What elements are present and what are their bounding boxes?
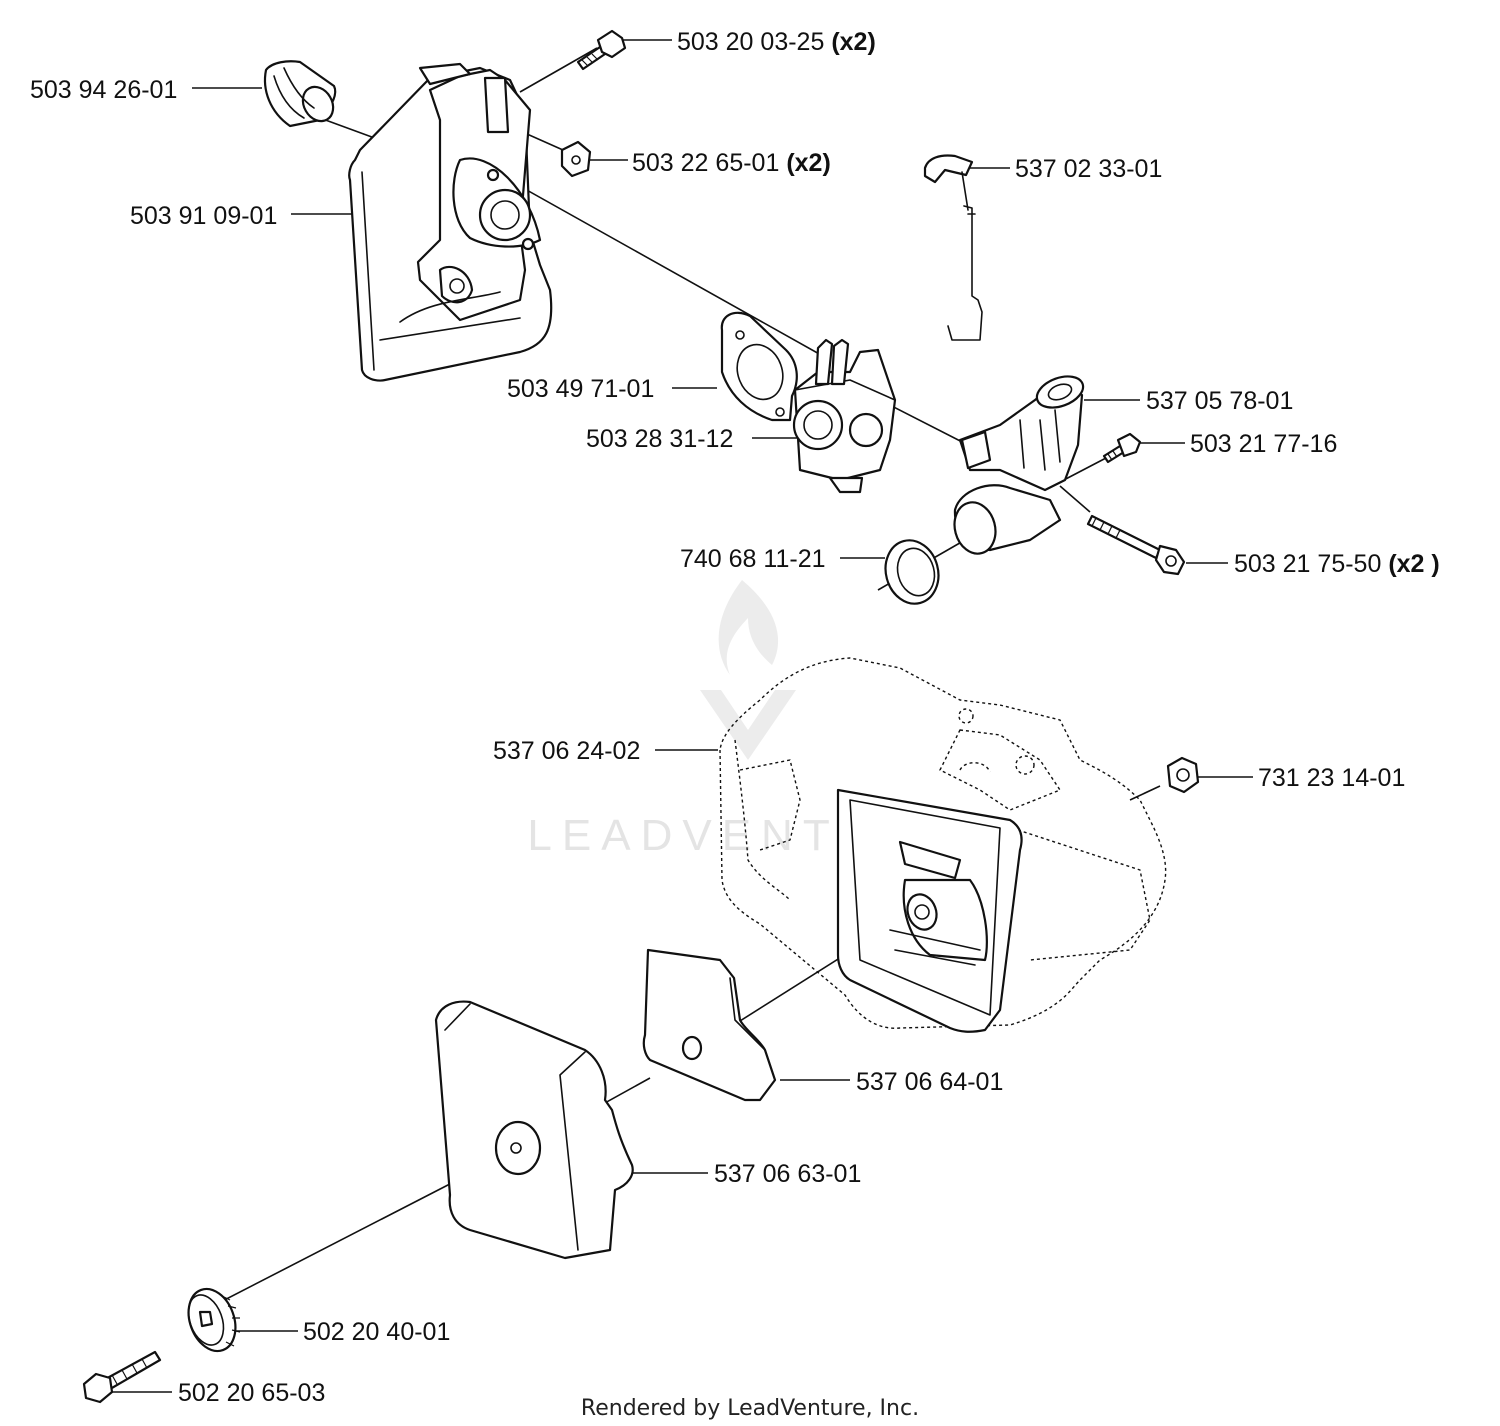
carburetor-503-28-31-12 bbox=[792, 338, 897, 494]
watermark-flame-icon bbox=[718, 580, 779, 675]
part-label: 740 68 11-21 bbox=[680, 545, 826, 573]
part-label: 502 20 65-03 bbox=[178, 1379, 325, 1407]
part-label: 731 23 14-01 bbox=[1258, 764, 1405, 792]
footer-credit: Rendered by LeadVenture, Inc. bbox=[581, 1396, 919, 1421]
screw-503-21-77-16 bbox=[1102, 432, 1142, 464]
part-label: 503 22 65-01 (x2) bbox=[632, 149, 831, 177]
part-label: 503 20 03-25 (x2) bbox=[677, 28, 876, 56]
gasket-503-49-71-01 bbox=[720, 311, 798, 422]
boot-503-94-26-01 bbox=[264, 60, 337, 128]
part-labels: 503 20 03-25 (x2) 503 94 26-01 503 22 65… bbox=[30, 28, 1440, 1407]
part-label: 503 28 31-12 bbox=[586, 425, 733, 453]
knob-502-20-40-01 bbox=[187, 1287, 241, 1353]
part-label: 503 21 77-16 bbox=[1190, 430, 1337, 458]
ring-740-68-11-21 bbox=[884, 539, 940, 605]
part-label: 503 94 26-01 bbox=[30, 76, 177, 104]
part-label: 537 02 33-01 bbox=[1015, 155, 1162, 183]
bolt-502-20-65-03 bbox=[82, 1350, 162, 1404]
watermark-v-icon bbox=[700, 690, 796, 760]
part-label: 537 05 78-01 bbox=[1146, 387, 1293, 415]
leader-lines bbox=[112, 39, 1253, 1393]
part-label: 503 49 71-01 bbox=[507, 375, 654, 403]
part-label: 537 06 24-02 bbox=[493, 737, 640, 765]
part-label: 503 91 09-01 bbox=[130, 202, 277, 230]
choke-lever-537-02-33-01 bbox=[923, 154, 983, 341]
bolt-503-21-75-50 bbox=[1086, 514, 1186, 576]
cover-537-06-63-01 bbox=[434, 1000, 634, 1260]
nut-731-23-14-01 bbox=[1166, 756, 1200, 794]
screw-503-20-03-25 bbox=[576, 29, 627, 71]
engine-537-06-24-02 bbox=[719, 657, 1167, 1033]
housing-503-91-09-01 bbox=[348, 62, 553, 382]
adapter-537-05-78-01 bbox=[953, 375, 1085, 555]
part-label: 537 06 63-01 bbox=[714, 1160, 861, 1188]
filter-537-06-64-01 bbox=[642, 948, 777, 1102]
part-label: 503 21 75-50 (x2 ) bbox=[1234, 550, 1440, 578]
nut-503-22-65-01 bbox=[560, 140, 592, 178]
part-label: 537 06 64-01 bbox=[856, 1068, 1003, 1096]
part-label: 502 20 40-01 bbox=[303, 1318, 450, 1346]
